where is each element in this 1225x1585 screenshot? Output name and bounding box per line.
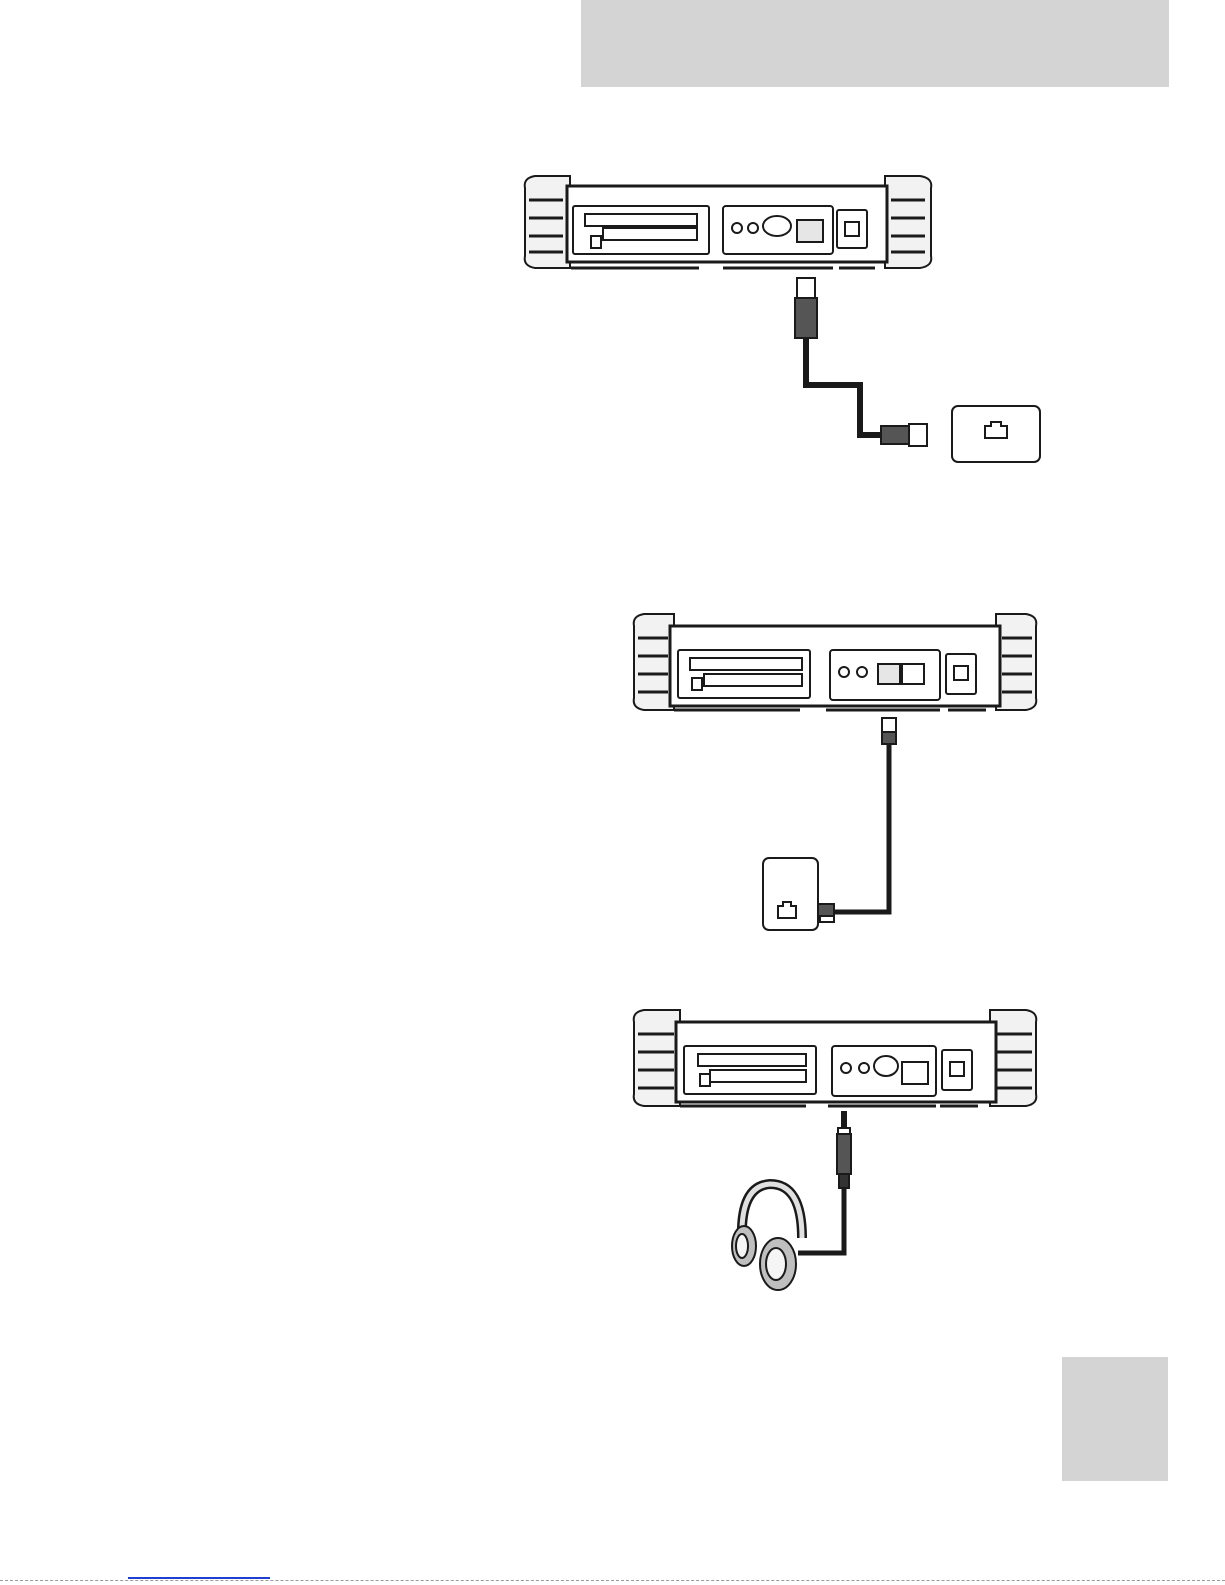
rugged-computer-back-icon [525,176,932,268]
footer-link-underline[interactable] [128,1577,270,1579]
modem-connection-figure [630,612,1060,942]
chapter-tab [1062,1357,1168,1481]
lan-connection-figure [515,170,1055,475]
phone-wall-jack-icon [763,858,818,930]
audio-connection-figure [630,1008,1060,1308]
phone-cable [830,744,889,912]
audio-plug-icon [837,1112,851,1188]
rj45-plug-icon [795,278,817,338]
headphones-icon [732,1184,802,1290]
rj45-plug-end-icon [881,424,927,446]
lan-wall-jack-icon [952,406,1040,462]
rugged-computer-back-icon [634,614,1037,710]
rugged-computer-back-icon [634,1010,1037,1106]
footer-rule [0,1580,1225,1581]
lan-cable [806,338,885,435]
header-band [581,0,1169,87]
rj11-plug-icon [882,718,896,744]
rj11-plug-end-icon [818,904,834,922]
